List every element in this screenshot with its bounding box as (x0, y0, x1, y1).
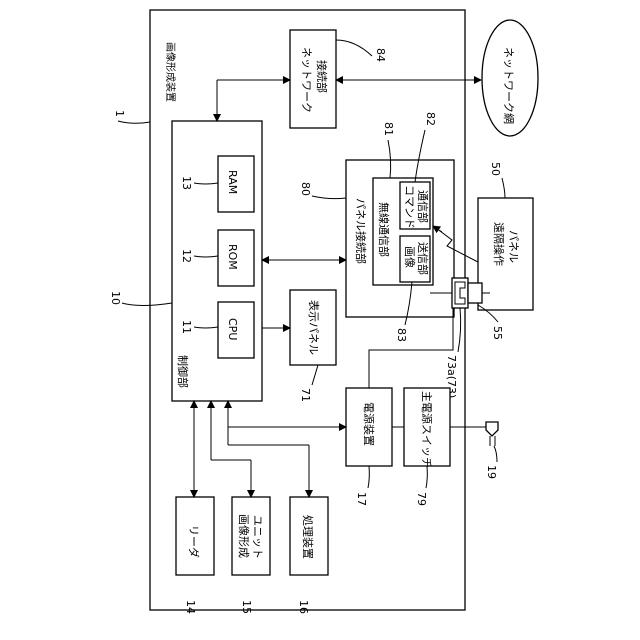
wireless-label: 無線通信部 (377, 202, 391, 257)
command-comm-line2: 通信部 (416, 190, 430, 223)
rom-label: ROM (226, 244, 239, 270)
plug-ref: 19 (485, 465, 498, 479)
control-unit-ref: 10 (109, 291, 122, 305)
panel-connection-ref: 80 (299, 182, 312, 196)
network-connection-line1: ネットワーク (300, 47, 313, 113)
cpu-label: CPU (226, 318, 239, 340)
plug-leader (494, 446, 497, 462)
rom-ref: 12 (180, 249, 193, 263)
ram-ref: 13 (180, 176, 193, 190)
image-forming-unit-ref: 15 (240, 600, 253, 614)
processing-device-ref: 16 (297, 600, 310, 614)
reader-ref: 14 (184, 600, 197, 614)
remote-panel-ref: 50 (489, 162, 502, 176)
display-panel-label: 表示パネル (307, 300, 321, 355)
command-comm-ref: 82 (424, 112, 437, 126)
remote-panel-line1: 遠隔操作 (492, 222, 506, 266)
connector-plug (468, 283, 482, 303)
image-tx-line1: 画像 (403, 246, 416, 268)
control-unit-label: 制御部 (176, 355, 190, 388)
main-power-switch-label: 主電源スイッチ (420, 391, 434, 468)
image-tx-ref: 83 (395, 328, 408, 342)
main-power-switch-ref: 79 (415, 492, 428, 506)
display-panel-ref: 71 (299, 388, 312, 402)
power-supply-ref: 17 (355, 492, 368, 506)
panel-connection-label: パネル接続部 (354, 198, 368, 264)
remote-panel-line2: パネル (507, 230, 520, 263)
image-forming-unit-line2: ユニット (251, 515, 264, 559)
apparatus-title: 画像形成装置 (164, 42, 177, 102)
cpu-ref: 11 (180, 320, 193, 334)
ram-label: RAM (226, 170, 239, 194)
network-connection-line2: 接続部 (315, 60, 329, 93)
plug-icon (486, 422, 498, 436)
network-label: ネットワーク網 (502, 47, 516, 124)
connector-ref: 55 (491, 326, 504, 340)
processing-device-label: 処理装置 (301, 515, 314, 559)
command-comm-line1: コマンド (403, 185, 416, 229)
image-forming-unit-line1: 画像形成 (237, 514, 250, 558)
network-connection-ref: 84 (374, 48, 387, 62)
reader-label: リーダ (187, 525, 201, 558)
apparatus-ref: 1 (113, 110, 126, 117)
remote-panel-leader (502, 178, 505, 198)
apparatus-leader (118, 121, 150, 123)
wireless-ref: 81 (382, 122, 395, 136)
image-tx-line2: 送信部 (416, 242, 430, 275)
power-supply-label: 電源装置 (362, 402, 376, 446)
